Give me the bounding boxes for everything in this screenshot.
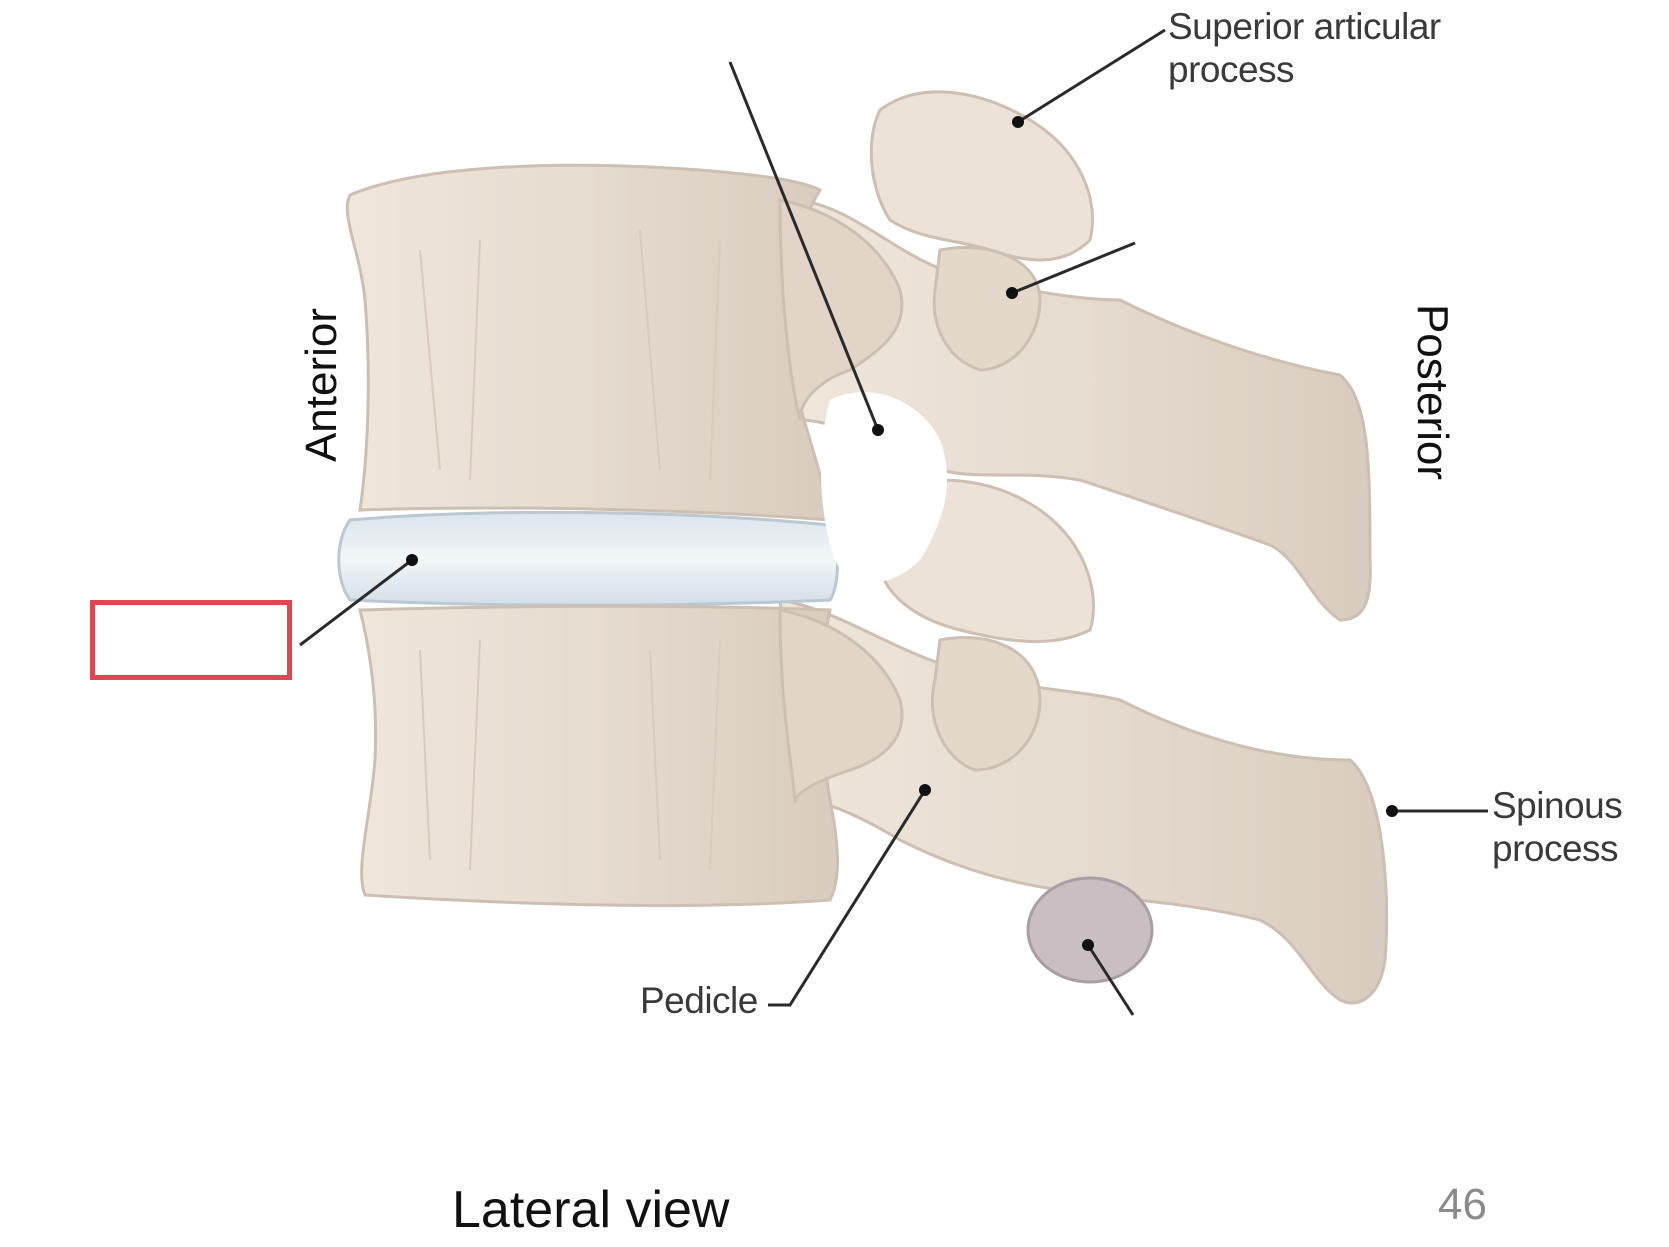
- inferior-articular-facet: [1026, 876, 1154, 984]
- leader-disc: [299, 558, 413, 647]
- label-anterior: Anterior: [297, 307, 346, 463]
- leader-dots: [406, 116, 1398, 951]
- lower-vertebral-body: [358, 604, 839, 907]
- bone-striations: [419, 229, 721, 871]
- intervertebral-disc: [337, 510, 839, 607]
- lower-pedicle: [778, 608, 904, 806]
- label-superior-articular-process: Superior articular process: [1168, 6, 1441, 90]
- leader-facet: [1086, 944, 1135, 1016]
- label-pedicle: Pedicle: [640, 980, 758, 1021]
- leader-superior-articular: [1017, 28, 1166, 124]
- upper-superior-articular-process: [869, 90, 1094, 262]
- leader-inferior-articular: [1011, 241, 1136, 295]
- leader-foramen: [728, 61, 880, 431]
- page-number: 46: [1438, 1180, 1487, 1229]
- upper-inferior-articular-process: [932, 245, 1042, 372]
- leader-pedicle: [768, 789, 927, 1007]
- hidden-label-box[interactable]: [90, 600, 292, 680]
- label-posterior: Posterior: [1408, 303, 1457, 481]
- leader-lines: [299, 28, 1488, 1016]
- upper-pedicle: [778, 198, 904, 421]
- label-spinous-process: Spinous process: [1492, 785, 1623, 869]
- figure-caption: Lateral view: [452, 1181, 730, 1239]
- lower-inferior-articular-process: [930, 636, 1042, 772]
- intervertebral-foramen: [820, 392, 948, 583]
- upper-vertebral-body: [345, 163, 832, 522]
